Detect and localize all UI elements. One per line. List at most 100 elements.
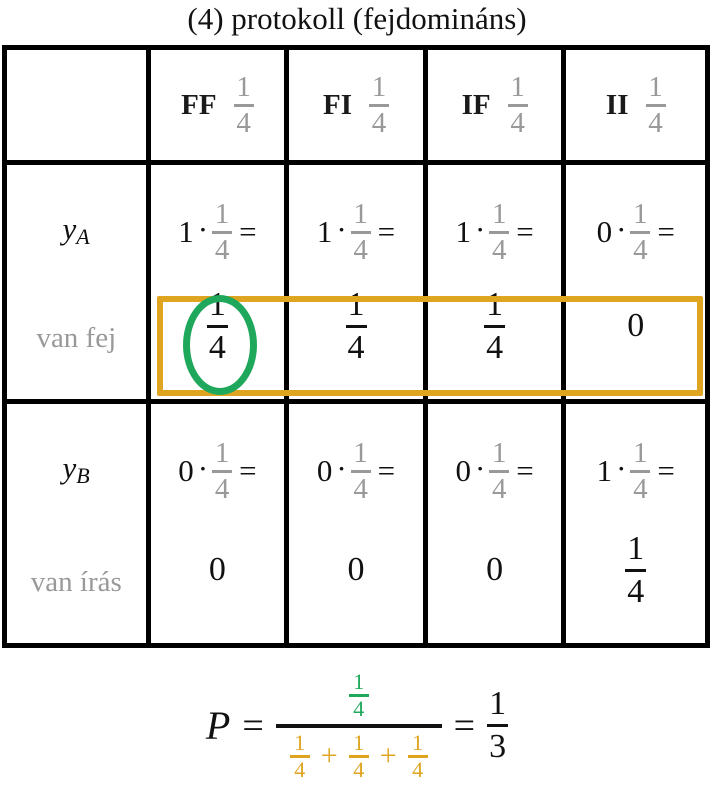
header-cell-ff: FF 1 4 bbox=[151, 50, 290, 160]
denominator: 3 bbox=[489, 728, 507, 765]
equals-sign: = bbox=[516, 453, 534, 488]
multiply-dot: · bbox=[336, 212, 347, 247]
fraction-bar bbox=[630, 230, 651, 234]
table-header-row: FF 1 4 FI 1 4 IF bbox=[7, 50, 705, 165]
fraction-bar bbox=[289, 754, 310, 758]
cell-ya-ff: 1 · 1 4 = 1 4 bbox=[151, 165, 290, 399]
result-yb-fi: 0 bbox=[348, 527, 365, 613]
formula-denominator: 1 4 + 1 4 + 1 4 bbox=[276, 729, 442, 781]
result-zero: 0 bbox=[627, 307, 645, 344]
cell-yb-if: 0 · 1 4 = 0 bbox=[428, 404, 567, 643]
equals-sign: = bbox=[239, 214, 257, 249]
prior-numerator: 1 bbox=[371, 70, 387, 103]
numerator: 1 bbox=[353, 668, 365, 694]
denominator: 4 bbox=[492, 472, 507, 505]
denominator-term-3: 1 4 bbox=[407, 729, 428, 781]
prior-fraction: 1 4 bbox=[350, 197, 371, 266]
row-variable-ya: yA bbox=[62, 211, 90, 250]
fraction-bar bbox=[484, 324, 506, 328]
result-fraction: 1 4 bbox=[345, 285, 367, 366]
prior-numerator: 1 bbox=[648, 70, 663, 103]
formula-variable-p: P bbox=[205, 703, 231, 748]
protocol-table: FF 1 4 FI 1 4 IF bbox=[2, 45, 710, 648]
variable-symbol: y bbox=[62, 450, 77, 485]
expression-ya-fi: 1 · 1 4 = bbox=[317, 193, 395, 271]
multiply-dot: · bbox=[474, 212, 486, 247]
numerator: 1 bbox=[347, 285, 365, 323]
numerator: 1 bbox=[492, 436, 507, 469]
fraction-bar bbox=[233, 103, 254, 107]
numerator: 1 bbox=[353, 197, 368, 230]
multiply-dot: · bbox=[197, 212, 209, 247]
numerator: 1 bbox=[412, 729, 424, 755]
expression-yb-ii: 1 · 1 4 = bbox=[597, 432, 675, 510]
column-prior-ff: 1 4 bbox=[233, 70, 254, 138]
formula-numerator: 1 4 bbox=[335, 668, 383, 720]
equals-sign: = bbox=[657, 453, 675, 488]
denominator: 4 bbox=[214, 472, 230, 505]
expression-ya-ff: 1 · 1 4 = bbox=[178, 193, 256, 271]
page-title: (4) protokoll (fejdomináns) bbox=[187, 1, 527, 36]
formula-big-fraction: 1 4 1 4 + 1 4 + 1 4 bbox=[275, 668, 442, 781]
multiply-dot: · bbox=[616, 212, 627, 247]
denominator: 4 bbox=[353, 472, 368, 505]
numerator: 1 bbox=[214, 436, 230, 469]
column-label-fi: FI bbox=[323, 88, 352, 121]
prior-fraction: 1 4 bbox=[350, 436, 371, 505]
fraction-bar bbox=[206, 324, 228, 328]
fraction-bar bbox=[348, 693, 369, 697]
prior-fraction: 1 4 bbox=[630, 197, 651, 265]
denominator: 4 bbox=[353, 233, 368, 266]
result-fraction: 1 4 bbox=[206, 285, 228, 366]
fraction-bar bbox=[212, 469, 233, 473]
numerator: 1 bbox=[633, 436, 648, 469]
numerator: 1 bbox=[489, 685, 507, 722]
numerator: 1 bbox=[353, 729, 365, 755]
formula-equals-2: = bbox=[453, 704, 476, 747]
result-zero: 0 bbox=[486, 551, 504, 588]
numerator: 1 bbox=[633, 197, 648, 230]
variable-subscript: A bbox=[76, 224, 91, 249]
row-label-cell-ya: yA van fej bbox=[7, 165, 151, 399]
numerator: 1 bbox=[492, 197, 507, 230]
coefficient: 0 bbox=[178, 453, 194, 488]
cell-yb-ii: 1 · 1 4 = 1 4 bbox=[566, 404, 705, 643]
numerator: 1 bbox=[353, 436, 368, 469]
column-prior-fi: 1 4 bbox=[369, 70, 389, 138]
denominator: 4 bbox=[492, 233, 507, 266]
numerator: 1 bbox=[627, 529, 645, 567]
expression-yb-ff: 0 · 1 4 = bbox=[178, 432, 256, 510]
numerator: 1 bbox=[294, 729, 306, 755]
result-fraction: 1 4 bbox=[625, 529, 647, 609]
multiply-dot: · bbox=[474, 451, 486, 486]
result-yb-ff: 0 bbox=[209, 527, 226, 613]
cell-yb-ff: 0 · 1 4 = 0 bbox=[151, 404, 290, 643]
prior-numerator: 1 bbox=[236, 70, 251, 103]
variable-symbol: y bbox=[62, 211, 77, 246]
denominator: 4 bbox=[208, 328, 226, 366]
fraction-bar bbox=[630, 469, 651, 473]
denominator-term-2: 1 4 bbox=[348, 729, 369, 781]
cell-ya-ii: 0 · 1 4 = 0 bbox=[566, 165, 705, 399]
fraction-bar bbox=[350, 230, 371, 234]
denominator: 4 bbox=[347, 328, 365, 366]
column-label-if: IF bbox=[461, 88, 491, 121]
coefficient: 1 bbox=[596, 453, 613, 488]
fraction-bar bbox=[212, 230, 233, 234]
fraction-bar bbox=[487, 724, 509, 727]
plus-sign-2: + bbox=[379, 739, 397, 772]
coefficient: 0 bbox=[316, 453, 333, 488]
coefficient: 1 bbox=[178, 214, 194, 249]
equals-sign: = bbox=[657, 214, 675, 249]
column-label-ii: II bbox=[605, 88, 629, 121]
numerator: 1 bbox=[208, 285, 226, 323]
result-zero: 0 bbox=[347, 551, 365, 588]
prior-fraction: 1 4 bbox=[489, 436, 510, 505]
plus-sign-1: + bbox=[320, 739, 338, 772]
probability-formula: P = 1 4 1 4 + 1 4 + 1 bbox=[0, 664, 714, 787]
table-row-ya: yA van fej 1 · 1 4 = 1 bbox=[7, 165, 705, 404]
fraction-bar bbox=[348, 754, 369, 758]
expression-yb-if: 0 · 1 4 = bbox=[455, 432, 533, 510]
cell-ya-fi: 1 · 1 4 = 1 4 bbox=[289, 165, 428, 399]
fraction-bar bbox=[625, 568, 647, 572]
